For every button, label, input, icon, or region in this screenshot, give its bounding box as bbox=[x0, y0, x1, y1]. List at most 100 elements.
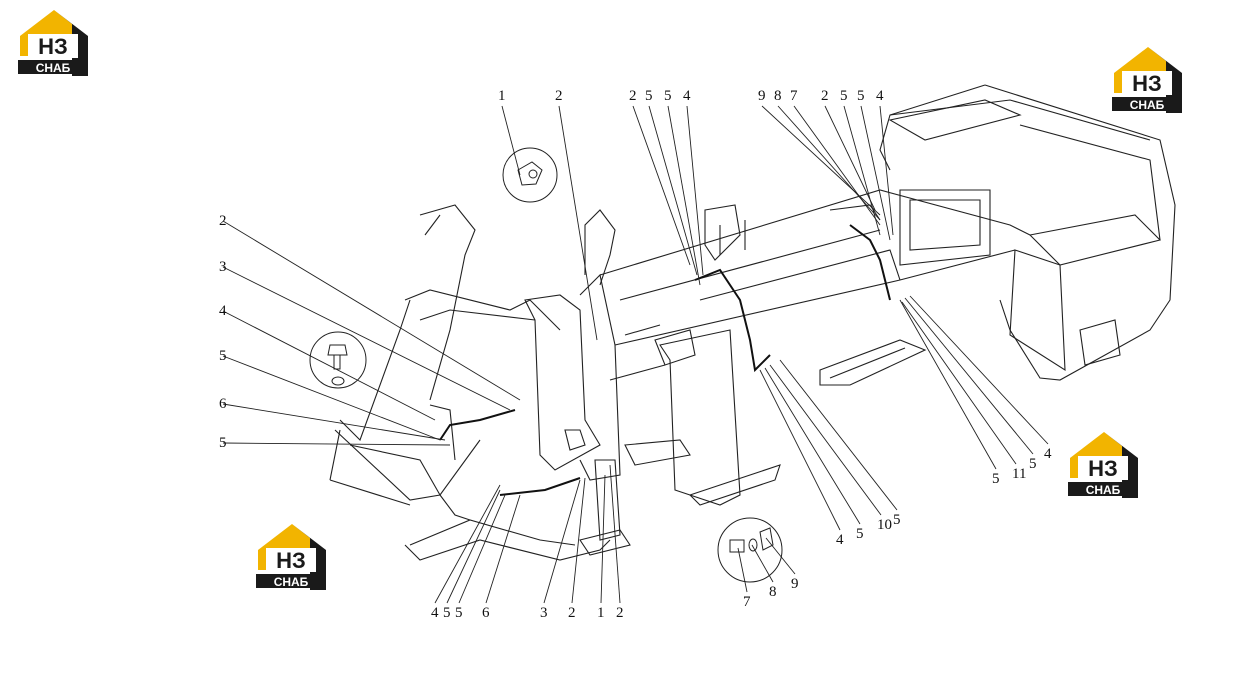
part-callout: 5 bbox=[893, 512, 901, 528]
leader-line bbox=[904, 297, 1034, 455]
part-callout: 3 bbox=[540, 605, 548, 621]
part-callout: 4 bbox=[431, 605, 439, 621]
part-callout: 5 bbox=[443, 605, 451, 621]
leader-line bbox=[434, 484, 501, 604]
leader-line bbox=[458, 494, 506, 604]
leader-line bbox=[759, 369, 841, 531]
leader-line bbox=[793, 105, 881, 226]
detail-circle-top bbox=[502, 147, 558, 203]
svg-text:НЗ: НЗ bbox=[1132, 71, 1162, 96]
part-callout: 5 bbox=[664, 88, 672, 104]
part-callout: 4 bbox=[836, 532, 844, 548]
part-callout: 8 bbox=[769, 584, 777, 600]
leader-line bbox=[901, 301, 1017, 465]
leader-line bbox=[843, 105, 881, 236]
part-callout: 2 bbox=[568, 605, 576, 621]
leader-line bbox=[769, 364, 882, 516]
leader-line bbox=[222, 266, 511, 411]
part-callout: 4 bbox=[876, 88, 884, 104]
leader-line bbox=[558, 105, 598, 341]
house-logo-icon: НЗ СНАБ bbox=[1112, 47, 1182, 113]
leader-line bbox=[571, 477, 586, 604]
rear-frame bbox=[579, 84, 1176, 506]
brand-logo: НЗ СНАБ bbox=[1064, 428, 1144, 500]
leader-line bbox=[686, 105, 704, 276]
part-callout: 6 bbox=[482, 605, 490, 621]
house-logo-icon: НЗ СНАБ bbox=[18, 10, 88, 76]
part-callout: 7 bbox=[790, 88, 798, 104]
leader-line bbox=[824, 105, 876, 211]
leader-line bbox=[779, 359, 898, 511]
leader-line bbox=[899, 299, 997, 470]
leader-line bbox=[737, 547, 748, 593]
leader-line bbox=[222, 442, 451, 446]
part-callout: 1 bbox=[498, 88, 506, 104]
part-callout: 2 bbox=[555, 88, 563, 104]
leader-line bbox=[222, 403, 446, 441]
part-callout: 2 bbox=[219, 213, 227, 229]
detail-circle-bottom bbox=[717, 517, 783, 583]
brand-logo: НЗ СНАБ bbox=[1108, 43, 1188, 115]
part-callout: 11 bbox=[1012, 466, 1026, 482]
leader-line bbox=[909, 295, 1049, 445]
leader-line bbox=[764, 367, 861, 525]
leader-line bbox=[632, 105, 691, 266]
house-logo-icon: НЗ СНАБ bbox=[1068, 432, 1138, 498]
part-callout: 6 bbox=[219, 396, 227, 412]
leader-line bbox=[667, 105, 701, 286]
svg-text:НЗ: НЗ bbox=[276, 548, 306, 573]
part-callout: 5 bbox=[857, 88, 865, 104]
leader-line bbox=[501, 105, 521, 176]
part-callout: 5 bbox=[840, 88, 848, 104]
part-callout: 2 bbox=[821, 88, 829, 104]
front-frame bbox=[329, 204, 666, 561]
part-callout: 5 bbox=[219, 435, 227, 451]
part-callout: 5 bbox=[455, 605, 463, 621]
leader-line bbox=[751, 544, 774, 583]
part-callout: 9 bbox=[758, 88, 766, 104]
part-callout: 3 bbox=[219, 259, 227, 275]
svg-text:СНАБ: СНАБ bbox=[1130, 98, 1165, 112]
leader-line bbox=[446, 489, 501, 604]
part-callout: 4 bbox=[1044, 446, 1052, 462]
leader-line bbox=[761, 105, 881, 216]
detail-circle-bolt bbox=[309, 331, 367, 389]
part-callout: 4 bbox=[683, 88, 691, 104]
part-callout: 2 bbox=[629, 88, 637, 104]
leader-line bbox=[648, 105, 698, 276]
leader-line bbox=[765, 537, 796, 575]
part-callout: 7 bbox=[743, 594, 751, 610]
leader-line bbox=[543, 479, 581, 604]
part-callout: 2 bbox=[616, 605, 624, 621]
leader-line bbox=[222, 310, 436, 421]
part-callout: 5 bbox=[856, 526, 864, 542]
svg-text:СНАБ: СНАБ bbox=[36, 61, 71, 75]
part-callout: 10 bbox=[877, 517, 892, 533]
leader-line bbox=[222, 220, 521, 401]
svg-text:НЗ: НЗ bbox=[1088, 456, 1118, 481]
leader-line bbox=[609, 464, 621, 604]
brand-logo: НЗ СНАБ bbox=[14, 6, 94, 78]
part-callout: 5 bbox=[219, 348, 227, 364]
svg-text:СНАБ: СНАБ bbox=[1086, 483, 1121, 497]
part-callout: 5 bbox=[992, 471, 1000, 487]
hydraulic-hoses bbox=[439, 224, 891, 496]
part-callout: 5 bbox=[1029, 456, 1037, 472]
svg-text:СНАБ: СНАБ bbox=[274, 575, 309, 589]
part-callout: 5 bbox=[645, 88, 653, 104]
part-callout: 9 bbox=[791, 576, 799, 592]
part-callout: 4 bbox=[219, 303, 227, 319]
leader-line bbox=[860, 105, 891, 241]
leader-lines bbox=[222, 105, 1049, 604]
part-callout: 8 bbox=[774, 88, 782, 104]
leader-line bbox=[222, 355, 441, 441]
part-callout: 1 bbox=[597, 605, 605, 621]
leader-line bbox=[879, 105, 894, 236]
leader-line bbox=[485, 494, 521, 604]
svg-text:НЗ: НЗ bbox=[38, 34, 68, 59]
leader-line bbox=[600, 474, 606, 604]
house-logo-icon: НЗ СНАБ bbox=[256, 524, 326, 590]
